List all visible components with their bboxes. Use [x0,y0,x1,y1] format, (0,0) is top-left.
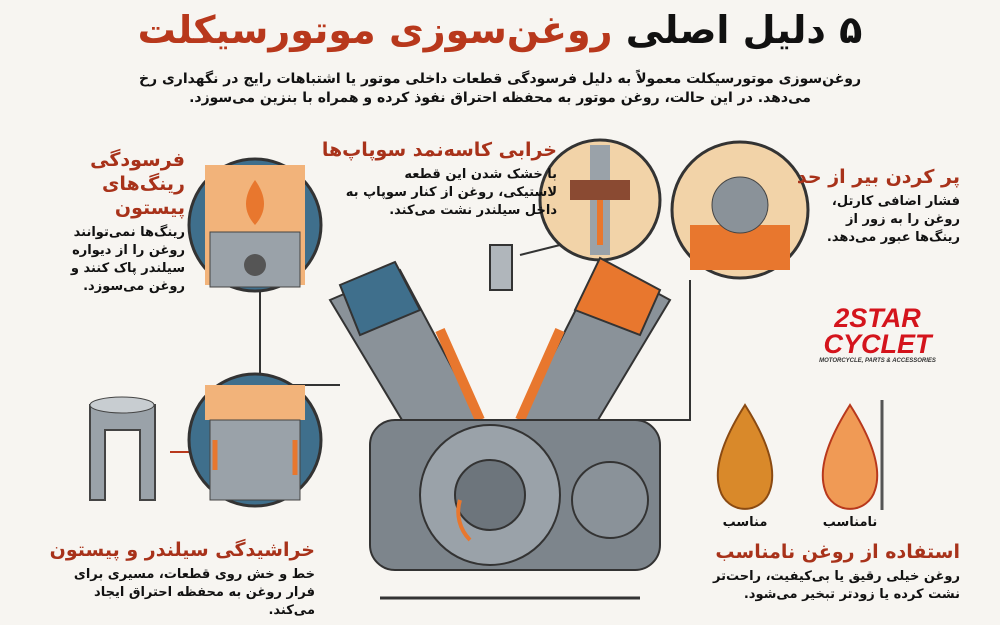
good-oil-drop [716,403,774,510]
reason-desc: خط و خش روی قطعات، مسیری برای فرار روغن … [73,567,315,618]
bad-oil-drop [821,403,879,510]
intro-text: روغن‌سوزی موتورسیکلت معمولاً به دلیل فرس… [138,71,862,106]
reason-desc: رینگ‌ها نمی‌توانند روغن را از دیواره سیل… [70,225,185,294]
reason-piston-rings: فرسودگی رینگ‌های پیستون رینگ‌ها نمی‌توان… [40,148,185,296]
valve-seal-circle [538,138,662,262]
reason-title: فرسودگی رینگ‌های پیستون [90,149,185,219]
title-part1: ۵ دلیل اصلی [625,8,863,52]
reason-wrong-oil: استفاده از روغن نامناسب روغن خیلی رقیق ی… [705,540,960,604]
good-oil-label: مناسب [722,515,768,530]
v-twin-engine [328,244,672,600]
reason-desc: روغن خیلی رقیق یا بی‌کیفیت، راحت‌تر نشت … [713,569,960,602]
piston-rings-circle [187,157,323,293]
brand-logo: 2STAR CYCLET MOTORCYCLE, PARTS & ACCESSO… [800,305,955,365]
reason-overfill: پر کردن بیر از حد فشار اضافی کارتل، روغن… [796,165,960,247]
reason-desc: با خشک شدن این قطعه لاستیکی، روغن از کنا… [345,167,557,218]
reason-title: خرابی کاسه‌نمد سوپاپ‌ها [321,139,557,161]
reason-title: پر کردن بیر از حد [796,166,960,188]
reason-title: خراشیدگی سیلندر و پیستون [49,539,315,561]
reason-valve-seals: خرابی کاسه‌نمد سوپاپ‌ها با خشک شدن این ق… [321,138,557,220]
title-highlight: روغن‌سوزی موتورسیکلت [137,8,613,52]
logo-line2: CYCLET [823,329,932,359]
logo-tagline: MOTORCYCLE, PARTS & ACCESSORIES [819,358,936,364]
logo-line1: 2STAR [834,303,921,333]
bad-oil-label: نامناسب [822,515,878,530]
page-title: ۵ دلیل اصلی روغن‌سوزی موتورسیکلت [0,6,1000,54]
reason-cylinder-scratch: خراشیدگی سیلندر و پیستون خط و خش روی قطع… [50,538,315,620]
overfill-circle [670,140,810,280]
cylinder-sleeve-icon [89,396,156,501]
reason-title: استفاده از روغن نامناسب [715,541,960,563]
reason-desc: فشار اضافی کارتل، روغن را به زور از رینگ… [826,194,960,245]
cylinder-scratch-circle [187,372,323,508]
